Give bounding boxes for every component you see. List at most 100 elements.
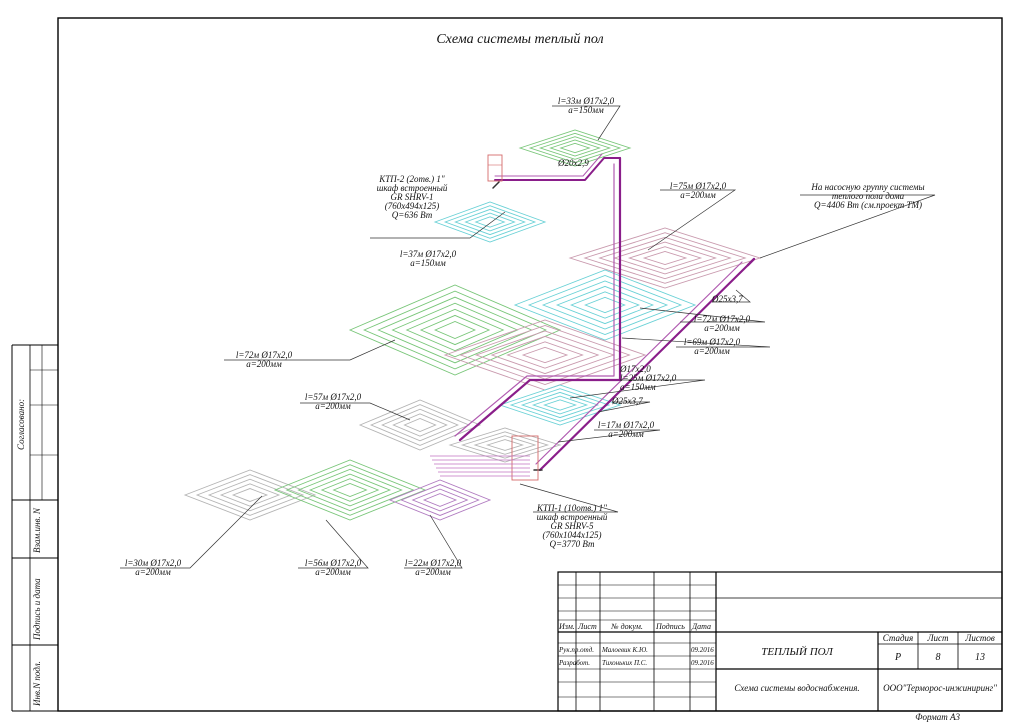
note-line: Ø20x2,9 bbox=[557, 158, 589, 168]
note-line: l=56м Ø17x2,0 bbox=[305, 558, 362, 568]
note-line: l=25м Ø17x2,0 bbox=[620, 373, 677, 383]
tb-row1-name: Малоевик К.Ю. bbox=[601, 646, 648, 654]
ktp1-cabinet bbox=[430, 435, 539, 481]
note-line: l=72м Ø17x2,0 bbox=[236, 350, 293, 360]
loop-72m-right bbox=[513, 269, 697, 341]
note-line: a=150мм bbox=[620, 382, 656, 392]
tb-row2-name: Тихоньких П.С. bbox=[602, 659, 647, 667]
tb-col-podpis: Подпись bbox=[655, 622, 685, 631]
note-line: Q=4406 Вт (см.проект ТМ) bbox=[814, 200, 922, 210]
tb-stage-label: Стадия bbox=[883, 633, 913, 643]
tb-row2-role: Разработ. bbox=[558, 659, 590, 667]
riser-pipe-return bbox=[454, 163, 615, 437]
ktp2-cabinet bbox=[487, 154, 503, 182]
tb-col-doc: № докум. bbox=[610, 622, 643, 631]
side-label-vzam-inv: Взам.инв. N bbox=[32, 507, 42, 553]
note-line: На насосную группу системы bbox=[810, 182, 924, 192]
note-line: a=200мм bbox=[694, 346, 730, 356]
side-label-agreed: Согласовано: bbox=[16, 399, 26, 450]
note-line: GR SHRV-5 bbox=[550, 521, 594, 531]
tb-sheet-label: Лист bbox=[926, 633, 949, 643]
pipe-ktp2-return bbox=[494, 153, 603, 177]
tb-stage: Р bbox=[894, 652, 901, 663]
title-block bbox=[557, 571, 1003, 712]
note-line: a=150мм bbox=[568, 105, 604, 115]
tb-row1-date: 09.2016 bbox=[691, 646, 714, 654]
tb-project-name: ТЕПЛЫЙ ПОЛ bbox=[761, 646, 833, 658]
note-line: l=72м Ø17x2,0 bbox=[694, 314, 751, 324]
note-line: Q=636 Вт bbox=[392, 210, 433, 220]
loop-33m bbox=[518, 129, 632, 167]
note-line: l=69м Ø17x2,0 bbox=[684, 337, 741, 347]
note-line: a=150мм bbox=[410, 258, 446, 268]
tb-col-izm: Изм. bbox=[558, 622, 575, 631]
note-line: a=200мм bbox=[315, 401, 351, 411]
loop-69m bbox=[443, 319, 647, 391]
tb-col-list: Лист bbox=[577, 622, 597, 631]
loop-75m bbox=[568, 227, 762, 289]
tb-company: ООО"Терморос-инжиниринг" bbox=[883, 683, 997, 693]
note-line: a=200мм bbox=[415, 567, 451, 577]
note-line: шкаф встроенный bbox=[537, 512, 608, 522]
note-pipe-25a: Ø25x3,7 bbox=[711, 294, 743, 304]
pipe-ktp2 bbox=[494, 157, 621, 181]
note-pipe-top: Ø20x2,9 bbox=[557, 158, 589, 168]
note-line: КТП-1 (10отв.) 1" bbox=[536, 503, 607, 513]
note-line: a=200мм bbox=[315, 567, 351, 577]
note-pipe-25b: Ø25x3,7 bbox=[611, 396, 643, 406]
note-line: Ø17x2,0 bbox=[619, 364, 651, 374]
note-line: a=200мм bbox=[608, 429, 644, 439]
note-line: l=17м Ø17x2,0 bbox=[598, 420, 655, 430]
tb-col-data: Дата bbox=[691, 622, 711, 631]
note-line: шкаф встроенный bbox=[377, 183, 448, 193]
note-line: l=37м Ø17x2,0 bbox=[400, 249, 457, 259]
note-line: теплого пола дома bbox=[832, 191, 905, 201]
tb-sheets: 13 bbox=[975, 652, 985, 663]
loop-30m bbox=[183, 469, 317, 521]
loop-72m-left bbox=[348, 284, 562, 376]
note-line: Q=3770 Вт bbox=[550, 539, 595, 549]
note-line: (760x494x125) bbox=[385, 201, 439, 211]
tb-sheet-name: Схема системы водоснабжения. bbox=[734, 683, 859, 693]
side-stamp: Согласовано: Взам.инв. N Подпись и дата … bbox=[11, 344, 58, 712]
note-line: КТП-2 (2отв.) 1" bbox=[378, 174, 445, 184]
note-line: GR SHRV-1 bbox=[390, 192, 433, 202]
tb-row1-role: Рук.пр.отд. bbox=[558, 646, 594, 654]
loop-25m bbox=[498, 384, 622, 426]
note-line: l=75м Ø17x2,0 bbox=[670, 181, 727, 191]
note-line: l=57м Ø17x2,0 bbox=[305, 392, 362, 402]
tb-sheet: 8 bbox=[936, 652, 941, 663]
note-line: (760x1044x125) bbox=[543, 530, 602, 540]
tb-sheets-label: Листов bbox=[964, 633, 995, 643]
tb-row2-date: 09.2016 bbox=[691, 659, 714, 667]
note-line: Ø25x3,7 bbox=[711, 294, 743, 304]
note-line: a=200мм bbox=[246, 359, 282, 369]
loop-56m bbox=[273, 459, 427, 521]
heating-loops bbox=[183, 129, 762, 521]
loop-37m bbox=[433, 201, 547, 243]
pipe-25x3-return bbox=[535, 261, 743, 465]
note-line: a=200мм bbox=[680, 190, 716, 200]
note-line: Ø25x3,7 bbox=[611, 396, 643, 406]
sheet-frame bbox=[57, 17, 1003, 712]
note-line: l=22м Ø17x2,0 bbox=[405, 558, 462, 568]
note-line: a=200мм bbox=[704, 323, 740, 333]
pipe-25x3-main bbox=[538, 263, 750, 472]
note-line: l=33м Ø17x2,0 bbox=[558, 96, 615, 106]
title-block-text: Изм. Лист № докум. Подпись Дата Рук.пр.о… bbox=[558, 622, 997, 722]
loop-22m bbox=[388, 479, 492, 521]
pipe-stub-top bbox=[746, 257, 756, 267]
drawing-title: Схема системы теплый пол bbox=[436, 32, 603, 47]
